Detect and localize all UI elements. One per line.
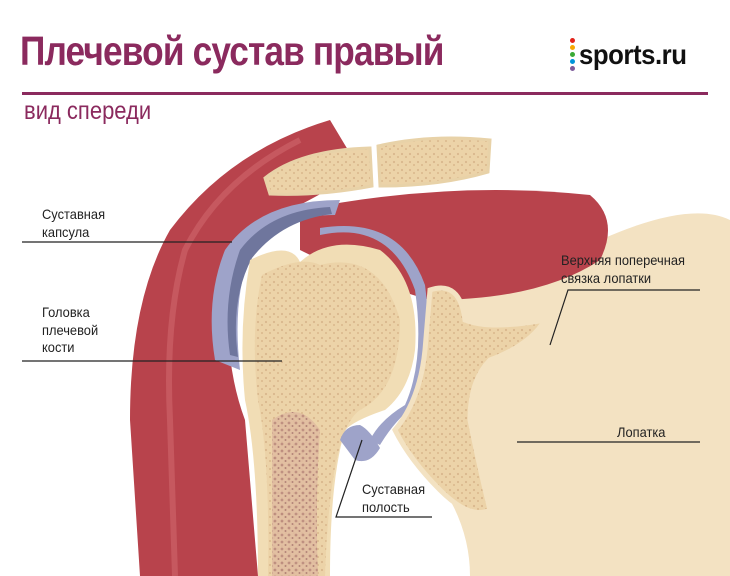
acromion-bone — [263, 146, 374, 196]
deltoid-muscle — [130, 120, 360, 576]
logo-dots-icon — [570, 38, 575, 71]
label-ligament: Верхняя поперечная связка лопатки — [561, 252, 685, 287]
label-line: Верхняя поперечная — [561, 252, 685, 268]
scapula-shape — [420, 213, 730, 576]
ligament-leader-line — [549, 289, 700, 346]
label-joint-cavity: Суставная полость — [362, 481, 425, 516]
label-scapula: Лопатка — [617, 424, 665, 442]
label-line: полость — [362, 498, 410, 515]
label-joint-capsule: Суставная капсула — [42, 206, 105, 241]
label-line: связка лопатки — [561, 269, 652, 286]
label-line: плечевой — [42, 321, 99, 338]
page-subtitle: вид спереди — [24, 97, 152, 125]
label-line: Суставная — [362, 481, 426, 497]
label-line: Лопатка — [617, 424, 666, 440]
sports-ru-logo: sports.ru — [570, 38, 696, 71]
label-line: Головка — [42, 304, 90, 320]
glenoid-bone — [392, 285, 550, 515]
page-title: Плечевой сустав правый — [20, 28, 444, 74]
label-line: кости — [42, 339, 75, 355]
logo-text: sports.ru — [579, 38, 687, 70]
clavicle-bone — [376, 136, 492, 188]
label-humerus-head: Головка плечевой кости — [42, 304, 98, 357]
cavity-leader-line — [335, 439, 432, 518]
label-line: Суставная — [42, 206, 106, 222]
title-divider — [22, 92, 708, 95]
label-line: капсула — [42, 223, 90, 240]
joint-capsule — [211, 200, 340, 370]
